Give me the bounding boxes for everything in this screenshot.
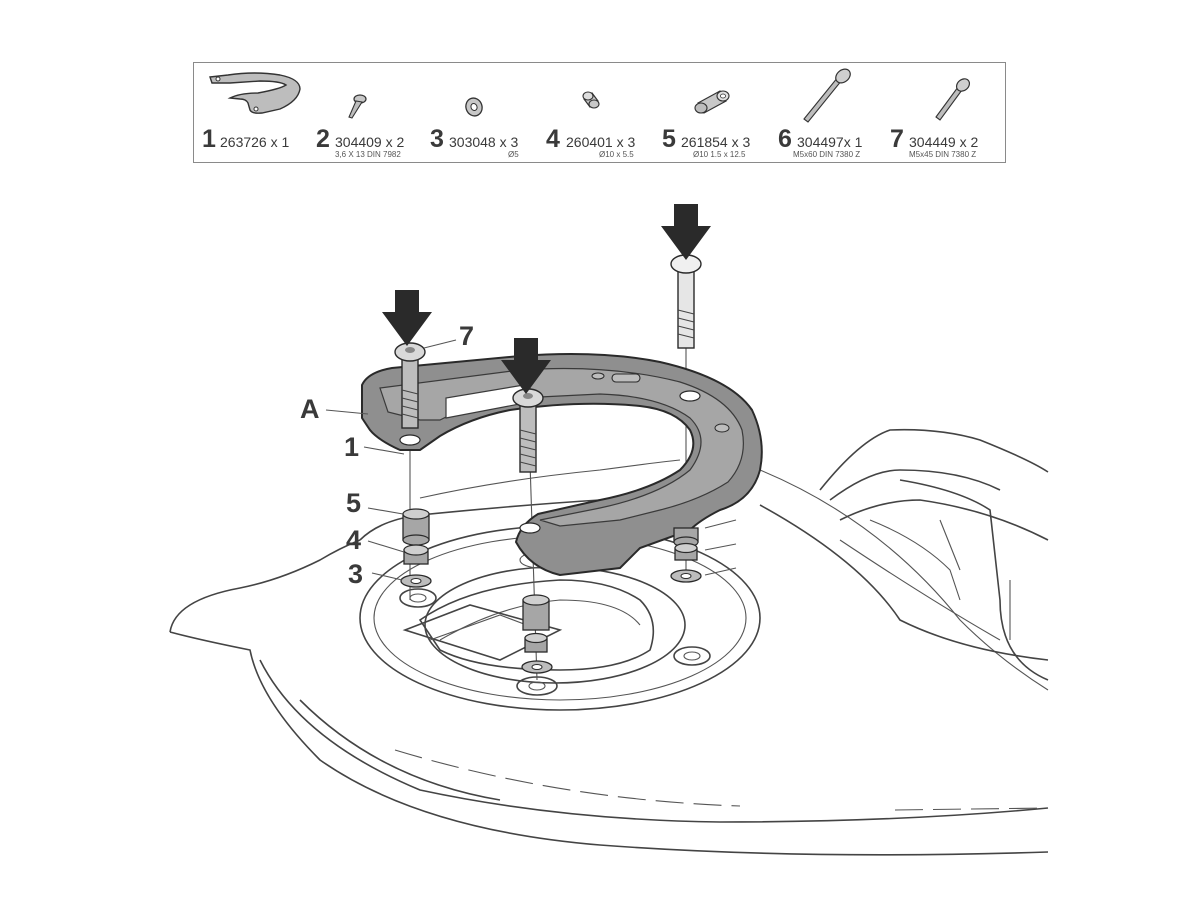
part-number: 4 — [546, 125, 560, 153]
spacer-long-icon — [694, 90, 730, 114]
self-tapping-screw-icon — [348, 94, 367, 119]
part-code: 304449 x 2 — [909, 134, 979, 150]
bolt-middle — [512, 388, 544, 473]
washer-icon — [465, 97, 483, 117]
spacer-short-icon — [582, 91, 600, 109]
part-code: 304497x 1 — [797, 134, 863, 150]
tank-outline — [169, 428, 1049, 856]
part-4: 4 260401 x 3 Ø10 x 5.5 — [546, 63, 656, 162]
part-code: 260401 x 3 — [566, 134, 636, 150]
part-spec: 3,6 X 13 DIN 7982 — [335, 150, 401, 159]
parts-list: 1 263726 x 1 2 304409 x 2 3,6 X 13 DIN 7… — [193, 62, 1006, 163]
part-7: 7 304449 x 2 M5x45 DIN 7380 Z — [890, 63, 1002, 162]
part-spec: Ø5 — [508, 150, 519, 159]
callout-5: 5 — [346, 488, 361, 518]
part-3: 3 303048 x 3 Ø5 — [430, 63, 540, 162]
part-spec: Ø10 1.5 x 12.5 — [693, 150, 746, 159]
part-1: 1 263726 x 1 — [200, 63, 310, 162]
down-arrow-icon — [382, 290, 432, 346]
down-arrow-icon — [501, 338, 551, 394]
part-spec: M5x45 DIN 7380 Z — [909, 150, 977, 159]
fastener-stack-middle — [521, 594, 553, 674]
bolt-left — [394, 342, 426, 429]
fastener-stack-left — [400, 508, 432, 588]
part-number: 7 — [890, 125, 904, 153]
bracket-plate-icon — [209, 72, 301, 114]
part-6: 6 304497x 1 M5x60 DIN 7380 Z — [778, 63, 888, 162]
part-number: 2 — [316, 125, 330, 153]
part-spec: Ø10 x 5.5 — [599, 150, 634, 159]
down-arrow-icon — [661, 204, 711, 260]
part-2: 2 304409 x 2 3,6 X 13 DIN 7982 — [316, 63, 426, 162]
part-number: 1 — [202, 125, 216, 153]
callout-a: A — [300, 394, 320, 424]
part-code: 304409 x 2 — [335, 134, 405, 150]
part-code: 263726 x 1 — [220, 134, 290, 150]
part-number: 6 — [778, 125, 792, 153]
bolt-long-right — [670, 254, 702, 349]
fastener-stack-right — [670, 527, 702, 583]
callout-leaders — [325, 339, 457, 581]
callout-4: 4 — [346, 525, 361, 555]
callout-7: 7 — [459, 321, 474, 351]
part-code: 303048 x 3 — [449, 134, 519, 150]
long-bolt-icon — [803, 68, 851, 123]
callout-1: 1 — [344, 432, 359, 462]
part-5: 5 261854 x 3 Ø10 1.5 x 12.5 — [662, 63, 772, 162]
part-number: 3 — [430, 125, 444, 153]
short-bolt-icon — [935, 78, 971, 121]
callout-3: 3 — [348, 559, 363, 589]
part-number: 5 — [662, 125, 676, 153]
part-code: 261854 x 3 — [681, 134, 751, 150]
part-spec: M5x60 DIN 7380 Z — [793, 150, 861, 159]
